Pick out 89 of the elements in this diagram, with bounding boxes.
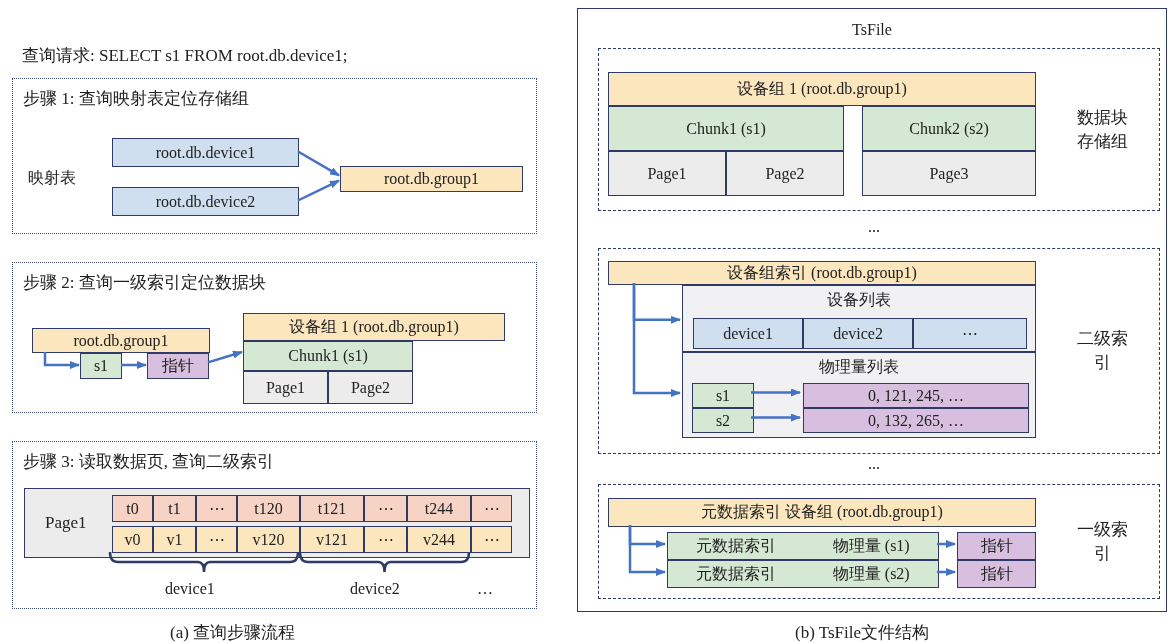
data-cell: ⋯ (364, 526, 407, 553)
data-cell: 指针 (957, 560, 1036, 588)
data-cell: ⋯ (913, 318, 1027, 349)
arrow (628, 525, 666, 576)
figure-caption: (b) TsFile文件结构 (795, 622, 930, 643)
arrow (297, 179, 340, 202)
data-cell: v1 (153, 526, 196, 553)
data-cell: Page3 (862, 151, 1036, 196)
page-heading: Page1 (45, 513, 87, 533)
data-cell: s2 (692, 408, 754, 433)
section-frame (598, 48, 1160, 211)
arrow (937, 568, 956, 576)
section-label: 一级索引 (1075, 518, 1129, 565)
page-panel (24, 488, 530, 558)
data-cell (667, 532, 939, 560)
arrow (632, 283, 681, 397)
table-label: 映射表 (28, 168, 76, 188)
cell-text: 物理量 (s1) (832, 535, 910, 557)
section-label: 二级索引 (1075, 328, 1129, 374)
data-cell: Chunk2 (s2) (862, 106, 1036, 151)
data-cell: 设备组 1 (root.db.group1) (243, 313, 505, 341)
data-cell: ⋯ (196, 495, 237, 522)
data-cell: v120 (237, 526, 300, 553)
list-panel (682, 352, 1036, 438)
section-frame (598, 484, 1160, 599)
arrow (751, 388, 801, 397)
data-cell: v121 (300, 526, 364, 553)
data-cell: root.db.device1 (112, 138, 299, 167)
data-cell: 0, 121, 245, … (803, 383, 1029, 408)
file-heading: TsFile (851, 21, 893, 39)
data-cell: ⋯ (364, 495, 407, 522)
data-cell: ⋯ (471, 526, 512, 553)
arrow (43, 352, 80, 369)
section-label: 数据块存储组 (1075, 106, 1129, 153)
data-cell: Chunk1 (s1) (243, 341, 413, 371)
arrow (937, 540, 956, 548)
device-label: device1 (165, 580, 215, 598)
data-cell: 指针 (957, 532, 1036, 560)
data-cell: 指针 (147, 353, 209, 379)
data-cell: root.db.group1 (32, 328, 210, 353)
arrow (207, 350, 243, 364)
data-cell: device1 (693, 318, 803, 349)
data-cell: t0 (112, 495, 153, 522)
data-cell: v0 (112, 526, 153, 553)
section-frame (598, 248, 1160, 454)
arrow (297, 150, 340, 177)
data-cell: ⋯ (196, 526, 237, 553)
data-cell: v244 (407, 526, 471, 553)
ellipsis: ... (868, 218, 880, 236)
device-label: device2 (350, 580, 400, 598)
data-cell: device2 (803, 318, 913, 349)
data-cell: s1 (692, 383, 754, 408)
step-heading: 步骤 1: 查询映射表定位存储组 (23, 88, 249, 110)
arrow (751, 413, 801, 422)
data-cell: 元数据索引 设备组 (root.db.group1) (608, 498, 1036, 527)
data-cell: s1 (80, 353, 122, 379)
data-cell: root.db.group1 (340, 166, 523, 192)
data-cell: t1 (153, 495, 196, 522)
cell-text: 元数据索引 (696, 535, 777, 556)
data-cell: Page1 (243, 371, 328, 404)
file-frame (577, 8, 1167, 612)
data-cell: Page2 (726, 151, 844, 196)
step-panel (12, 441, 537, 609)
step-panel (12, 78, 537, 234)
cell-text: 元数据索引 (696, 563, 777, 584)
data-cell: 0, 132, 265, … (803, 408, 1029, 433)
data-cell: Page2 (328, 371, 413, 404)
data-cell (667, 560, 939, 588)
data-cell: t120 (237, 495, 300, 522)
ellipsis: … (477, 580, 493, 598)
step-heading: 步骤 3: 读取数据页, 查询二级索引 (23, 451, 275, 473)
data-cell: Chunk1 (s1) (608, 106, 844, 151)
data-cell: 设备组 1 (root.db.group1) (608, 72, 1036, 106)
data-cell: root.db.device2 (112, 187, 299, 216)
list-heading: 设备列表 (826, 290, 892, 310)
cell-text: 物理量 (s2) (832, 563, 910, 585)
step-heading: 步骤 2: 查询一级索引定位数据块 (23, 272, 266, 294)
data-cell: t121 (300, 495, 364, 522)
list-panel (682, 285, 1036, 352)
ellipsis: ... (868, 455, 880, 473)
arrow (121, 361, 147, 369)
data-cell: ⋯ (471, 495, 512, 522)
figure-caption: (a) 查询步骤流程 (170, 622, 296, 643)
data-cell: t244 (407, 495, 471, 522)
data-cell: Page1 (608, 151, 726, 196)
step-panel (12, 262, 537, 413)
query-text: 查询请求: SELECT s1 FROM root.db.device1; (22, 45, 348, 67)
list-heading: 物理量列表 (818, 357, 900, 377)
data-cell: 设备组索引 (root.db.group1) (608, 261, 1036, 285)
